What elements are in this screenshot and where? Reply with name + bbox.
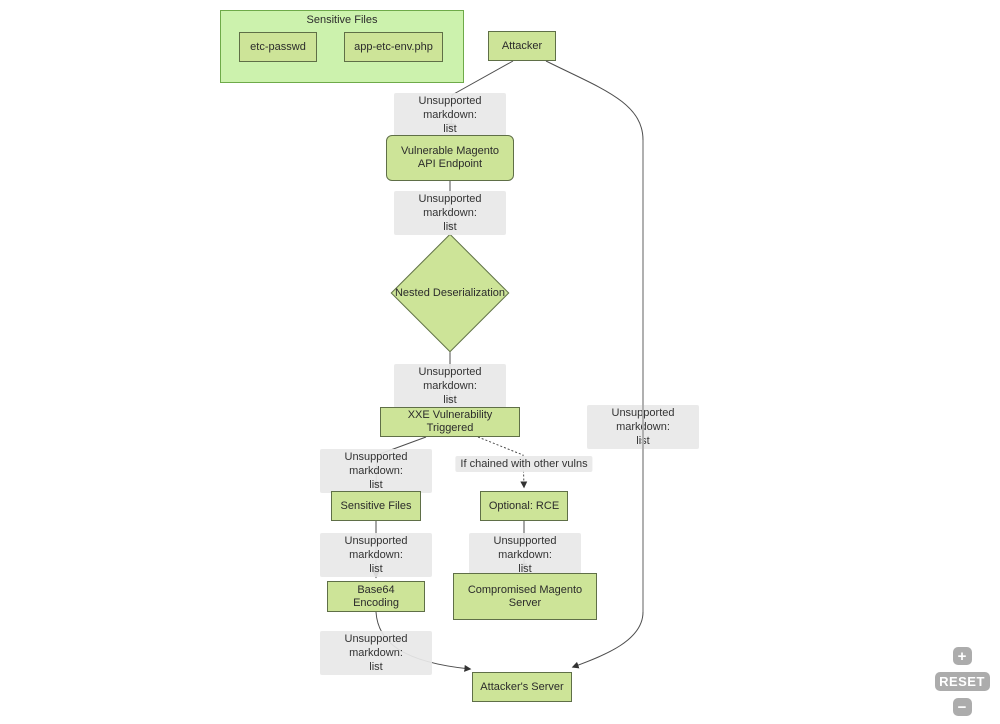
node-label: Attacker's Server xyxy=(480,680,564,693)
node-app-etc-env: app-etc-env.php xyxy=(344,32,443,62)
minus-icon: − xyxy=(957,698,967,716)
edge-label-unsupported-1: Unsupported markdown: list xyxy=(394,93,506,137)
node-label: etc-passwd xyxy=(250,40,306,53)
node-label: Base64 Encoding xyxy=(353,583,399,609)
plus-icon: + xyxy=(957,647,967,665)
node-label: app-etc-env.php xyxy=(354,40,433,53)
edge-label-unsupported-2: Unsupported markdown: list xyxy=(394,191,506,235)
node-vulnerable-api: Vulnerable Magento API Endpoint xyxy=(386,135,514,181)
edge-label-unsupported-7: Unsupported markdown: list xyxy=(320,631,432,675)
node-label: Attacker xyxy=(501,39,543,52)
edge-label-unsupported-5: Unsupported markdown: list xyxy=(320,533,432,577)
cluster-title: Sensitive Files xyxy=(306,14,378,26)
edge-label-line1: Unsupported markdown: xyxy=(418,95,482,121)
zoom-out-button[interactable]: − xyxy=(952,698,972,716)
edge-label-line1: Unsupported markdown: xyxy=(344,451,408,477)
edge-attacker-curve-top xyxy=(545,60,644,141)
edge-label-line2: list xyxy=(443,221,457,233)
node-label: Vulnerable Magento API Endpoint xyxy=(400,145,500,170)
edge-label-unsupported-8: Unsupported markdown: list xyxy=(587,405,699,449)
node-label: XXE Vulnerability Triggered xyxy=(407,409,493,434)
node-base64-encoding: Base64 Encoding xyxy=(327,581,425,612)
reset-label: RESET xyxy=(939,674,985,689)
edge-label-line2: list xyxy=(369,563,383,575)
node-label: Sensitive Files xyxy=(340,499,412,512)
node-attackers-server: Attacker's Server xyxy=(472,672,572,702)
node-etc-passwd: etc-passwd xyxy=(239,32,317,62)
edge-label-chained: If chained with other vulns xyxy=(455,456,593,472)
edge-label-unsupported-3: Unsupported markdown: list xyxy=(394,364,506,408)
edge-label-line1: Unsupported markdown: xyxy=(344,535,408,561)
node-label: Optional: RCE xyxy=(488,499,560,512)
edge-label-line1: Unsupported markdown: xyxy=(493,535,557,561)
edge-label-line2: list xyxy=(636,435,650,447)
edge-label-line1: Unsupported markdown: xyxy=(418,193,482,219)
edge-label-line1: Unsupported markdown: xyxy=(344,633,408,659)
node-sensitive-files: Sensitive Files xyxy=(331,491,421,521)
edge-attacker-curve-bottom xyxy=(571,611,644,669)
node-label: Compromised Magento Server xyxy=(467,583,583,609)
edge-label-line1: Unsupported markdown: xyxy=(611,407,675,433)
node-optional-rce: Optional: RCE xyxy=(480,491,568,521)
node-compromised-server: Compromised Magento Server xyxy=(453,573,597,620)
node-label: Nested Deserialization xyxy=(394,287,506,299)
reset-button[interactable]: RESET xyxy=(934,672,990,691)
edge-label-line1: If chained with other vulns xyxy=(460,458,588,470)
zoom-in-button[interactable]: + xyxy=(952,647,972,665)
edge-label-line2: list xyxy=(443,394,457,406)
edge-label-unsupported-4: Unsupported markdown: list xyxy=(320,449,432,493)
node-attacker: Attacker xyxy=(488,31,556,61)
zoom-controls: + RESET − xyxy=(934,647,990,716)
edge-label-line2: list xyxy=(369,661,383,673)
edge-label-line2: list xyxy=(443,123,457,135)
node-xxe-triggered: XXE Vulnerability Triggered xyxy=(380,407,520,437)
edge-label-line2: list xyxy=(369,479,383,491)
edge-label-unsupported-6: Unsupported markdown: list xyxy=(469,533,581,577)
edge-label-line1: Unsupported markdown: xyxy=(418,366,482,392)
